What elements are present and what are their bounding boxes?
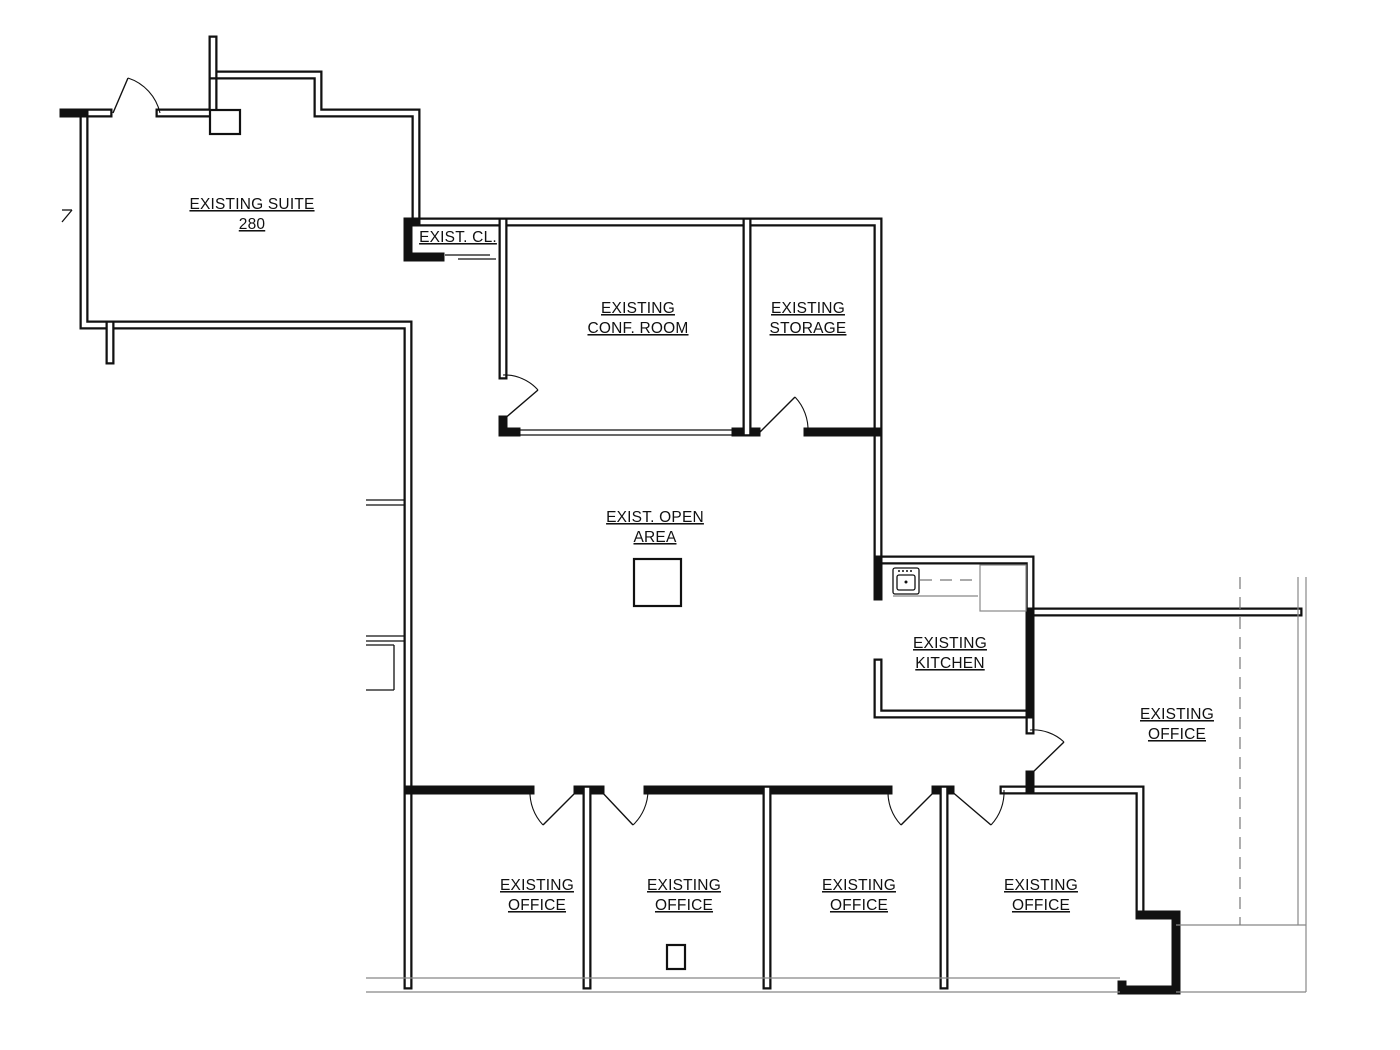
room-label-conf-room: EXISTING CONF. ROOM <box>587 300 688 337</box>
adjacent-walls <box>61 209 404 691</box>
door-suite <box>112 77 161 114</box>
svg-text:EXIST. CL.: EXIST. CL. <box>419 229 497 246</box>
room-label-office-2: EXISTING OFFICE <box>647 877 721 914</box>
room-label-suite-280: EXISTING SUITE 280 <box>189 196 314 233</box>
svg-text:EXISTING: EXISTING <box>771 300 845 317</box>
door-office-3 <box>887 789 937 826</box>
room-label-office-4: EXISTING OFFICE <box>1004 877 1078 914</box>
svg-text:EXISTING: EXISTING <box>1004 877 1078 894</box>
svg-text:EXISTING: EXISTING <box>647 877 721 894</box>
svg-text:STORAGE: STORAGE <box>770 320 847 337</box>
sink-icon <box>892 567 920 595</box>
svg-text:AREA: AREA <box>633 529 676 546</box>
door-office-2 <box>599 789 649 826</box>
exterior-glazing <box>366 577 1307 993</box>
door-east-office <box>1029 729 1065 776</box>
svg-text:OFFICE: OFFICE <box>830 897 888 914</box>
svg-text:OFFICE: OFFICE <box>508 897 566 914</box>
svg-text:EXISTING: EXISTING <box>913 635 987 652</box>
door-office-4 <box>949 789 1005 826</box>
room-label-office-1: EXISTING OFFICE <box>500 877 574 914</box>
column-office <box>665 943 687 971</box>
svg-text:OFFICE: OFFICE <box>1012 897 1070 914</box>
door-conf-room <box>502 374 539 421</box>
svg-text:CONF. ROOM: CONF. ROOM <box>587 320 688 337</box>
svg-text:280: 280 <box>239 216 266 233</box>
svg-text:EXISTING: EXISTING <box>1140 706 1214 723</box>
column-open-area <box>632 557 683 608</box>
door-closet <box>445 254 496 260</box>
svg-text:EXISTING: EXISTING <box>601 300 675 317</box>
door-office-1 <box>529 789 579 826</box>
office-walls <box>403 770 1181 995</box>
doors <box>112 77 1065 826</box>
door-storage <box>759 396 809 433</box>
svg-text:OFFICE: OFFICE <box>1148 726 1206 743</box>
room-label-kitchen: EXISTING KITCHEN <box>913 635 987 672</box>
svg-text:KITCHEN: KITCHEN <box>915 655 984 672</box>
svg-text:EXISTING: EXISTING <box>500 877 574 894</box>
kitchen-walls <box>873 555 1035 735</box>
exterior-walls <box>59 35 1303 990</box>
svg-text:EXISTING SUITE: EXISTING SUITE <box>189 196 314 213</box>
svg-text:OFFICE: OFFICE <box>655 897 713 914</box>
conf-storage-walls <box>498 217 883 437</box>
room-label-open-area: EXIST. OPEN AREA <box>606 509 704 546</box>
column-suite <box>208 108 242 136</box>
room-label-office-3: EXISTING OFFICE <box>822 877 896 914</box>
room-label-office-east: EXISTING OFFICE <box>1140 706 1214 743</box>
svg-text:EXISTING: EXISTING <box>822 877 896 894</box>
svg-text:EXIST. OPEN: EXIST. OPEN <box>606 509 704 526</box>
room-label-storage: EXISTING STORAGE <box>770 300 847 337</box>
room-label-closet: EXIST. CL. <box>419 229 497 246</box>
